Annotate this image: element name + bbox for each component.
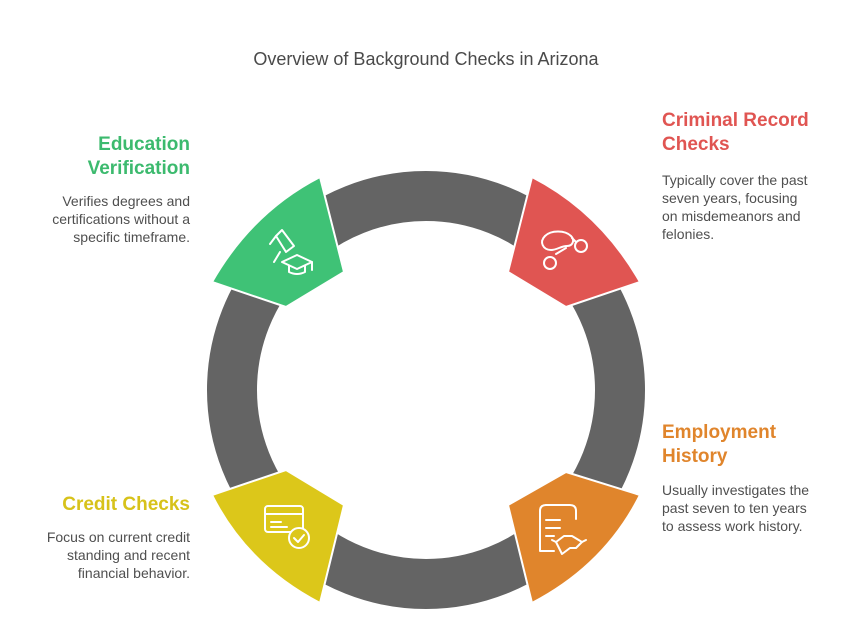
criminal-description: Typically cover the past seven years, fo… xyxy=(662,172,808,242)
graduation-cap-icon xyxy=(269,229,313,275)
contract-handshake-icon xyxy=(539,504,587,555)
education-description: Verifies degrees and certifications with… xyxy=(52,193,190,245)
credit-heading: Credit Checks xyxy=(62,494,190,515)
segment-credit[interactable] xyxy=(210,468,346,605)
credit-card-check-icon xyxy=(264,505,310,549)
segment-education[interactable] xyxy=(210,175,346,309)
employment-description: Usually investigates the past seven to t… xyxy=(662,482,810,534)
segment-employment[interactable] xyxy=(506,470,642,605)
segment-criminal[interactable] xyxy=(506,175,642,309)
cycle-ring xyxy=(207,171,645,609)
handcuffs-icon xyxy=(541,230,588,270)
employment-heading: Employment History xyxy=(662,422,777,467)
education-heading: Education Verification xyxy=(87,134,190,179)
credit-description: Focus on current credit standing and rec… xyxy=(46,529,190,581)
page-title: Overview of Background Checks in Arizona xyxy=(253,49,599,69)
criminal-heading: Criminal Record Checks xyxy=(662,110,809,155)
